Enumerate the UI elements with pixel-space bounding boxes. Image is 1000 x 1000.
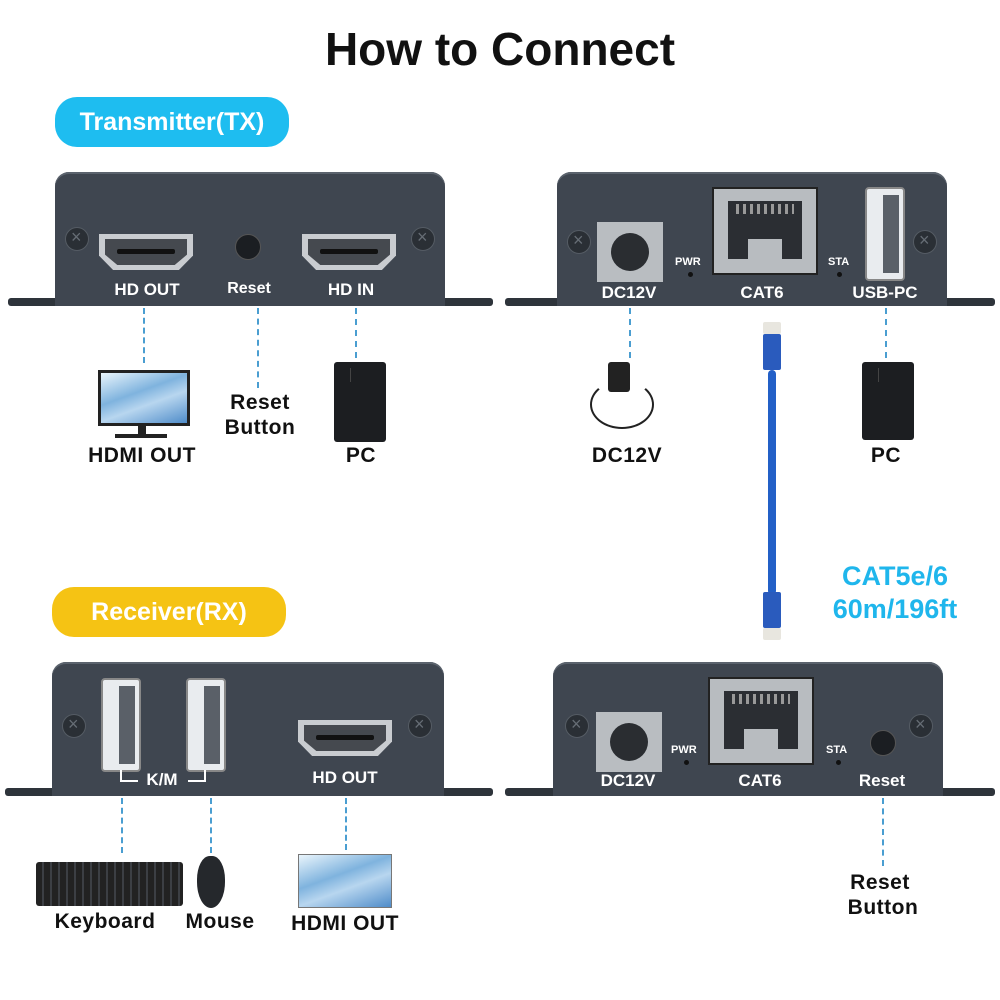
tx-back-panel: PWR STA DC12V CAT6 USB-PC: [557, 172, 947, 306]
usb-km-port-2: [186, 678, 226, 772]
rx-back-panel: PWR STA DC12V CAT6 Reset: [553, 662, 943, 796]
tv-icon: [298, 854, 392, 908]
connector-line: [629, 308, 631, 358]
dc12v-caption: DC12V: [591, 444, 663, 467]
reset-label: Reset: [227, 280, 271, 297]
reset-button-caption-1: Reset: [230, 391, 290, 414]
tv-caption: HDMI OUT: [291, 912, 399, 935]
cat6-port: [708, 677, 814, 765]
cat6-port: [712, 187, 818, 275]
pwr-led-label: PWR: [675, 256, 701, 268]
sta-led: [837, 272, 842, 277]
pwr-led: [688, 272, 693, 277]
cable-spec: CAT5e/6 60m/196ft: [790, 560, 1000, 626]
rj45-plug-bottom: [763, 628, 781, 640]
reset-button-caption-2: Button: [224, 416, 296, 439]
pc-tower-icon: [334, 362, 386, 442]
hd-in-label: HD IN: [327, 280, 375, 299]
cable-length-label: 60m/196ft: [832, 594, 958, 624]
tx-front-panel: HD OUT Reset HD IN: [55, 172, 445, 306]
mouse-caption: Mouse: [185, 910, 255, 933]
screw-icon: [913, 230, 937, 254]
screw-icon: [62, 714, 86, 738]
connector-line: [882, 798, 884, 866]
hdmi-out-caption: HDMI OUT: [88, 444, 196, 467]
keyboard-icon: [36, 862, 183, 906]
dc12v-port: [597, 222, 663, 282]
cat6-label: CAT6: [740, 283, 784, 302]
reset-button-caption-2: Button: [847, 896, 919, 919]
pc-caption: PC: [345, 444, 377, 467]
km-bracket-right: [188, 770, 206, 782]
reset-button[interactable]: [870, 730, 896, 756]
screw-icon: [567, 230, 591, 254]
cable-type-label: CAT5e/6: [841, 561, 949, 591]
pwr-led-label: PWR: [671, 744, 697, 756]
km-label: K/M: [146, 770, 178, 789]
hd-out-label: HD OUT: [114, 280, 180, 299]
rj45-plug-top: [763, 322, 781, 334]
pwr-led: [684, 760, 689, 765]
monitor-icon: [98, 370, 190, 426]
sta-led-label: STA: [826, 744, 848, 756]
sta-led-label: STA: [828, 256, 850, 268]
pc-tower-icon: [862, 362, 914, 440]
keyboard-caption: Keyboard: [54, 910, 156, 933]
adapter-cord: [590, 380, 654, 429]
km-bracket-left: [120, 770, 138, 782]
connector-line: [885, 308, 887, 358]
screw-icon: [909, 714, 933, 738]
screw-icon: [408, 714, 432, 738]
receiver-badge: Receiver(RX): [52, 587, 286, 637]
mouse-icon: [197, 856, 225, 908]
reset-label: Reset: [858, 771, 906, 790]
rx-front-panel: K/M HD OUT: [52, 662, 444, 796]
monitor-base: [115, 434, 167, 438]
connector-line: [345, 798, 347, 850]
reset-button-caption-1: Reset: [850, 871, 910, 894]
hd-out-label: HD OUT: [312, 768, 378, 787]
dc12v-label: DC12V: [600, 771, 656, 790]
dc12v-label: DC12V: [601, 283, 657, 302]
screw-icon: [411, 227, 435, 251]
page-title: How to Connect: [324, 23, 676, 75]
dc12v-port: [596, 712, 662, 772]
hdmi-out-port: [99, 234, 193, 270]
usb-pc-port: [865, 187, 905, 281]
usb-pc-label: USB-PC: [852, 283, 918, 302]
network-cable-icon: [768, 370, 776, 595]
connector-line: [143, 308, 145, 363]
connector-line: [257, 308, 259, 388]
rj45-boot-top: [763, 334, 781, 370]
sta-led: [836, 760, 841, 765]
usb-km-port-1: [101, 678, 141, 772]
monitor-stand: [138, 423, 146, 435]
connector-line: [121, 798, 123, 853]
connector-line: [210, 798, 212, 853]
reset-button[interactable]: [235, 234, 261, 260]
rj45-boot-bottom: [763, 592, 781, 628]
cat6-label: CAT6: [738, 771, 782, 790]
hdmi-in-port: [302, 234, 396, 270]
hdmi-out-port: [298, 720, 392, 756]
pc-caption-back: PC: [870, 444, 902, 467]
transmitter-badge: Transmitter(TX): [55, 97, 289, 147]
connector-line: [355, 308, 357, 358]
screw-icon: [65, 227, 89, 251]
screw-icon: [565, 714, 589, 738]
